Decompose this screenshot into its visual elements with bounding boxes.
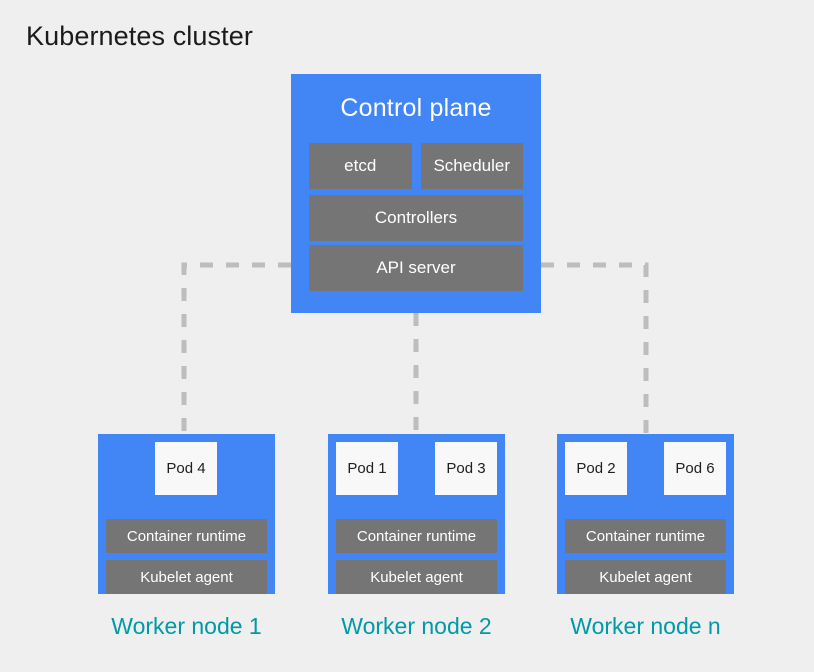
connector-api-to-node-1 (181, 262, 291, 434)
worker-node-2-kubelet-agent[interactable]: Kubelet agent (336, 560, 497, 594)
worker-node-n-kubelet-agent[interactable]: Kubelet agent (565, 560, 726, 594)
connector-api-to-node-3 (541, 262, 649, 434)
worker-node-1-box[interactable]: Pod 4 Container runtime Kubelet agent (98, 434, 275, 594)
worker-node-2-pods: Pod 1 Pod 3 (328, 434, 505, 514)
page-title: Kubernetes cluster (26, 21, 253, 51)
control-plane-row-1: etcd Scheduler (309, 143, 523, 189)
worker-node-n-pods: Pod 2 Pod 6 (557, 434, 734, 514)
worker-node-n-box[interactable]: Pod 2 Pod 6 Container runtime Kubelet ag… (557, 434, 734, 594)
worker-node-2-box[interactable]: Pod 1 Pod 3 Container runtime Kubelet ag… (328, 434, 505, 594)
worker-node-n-container-runtime[interactable]: Container runtime (565, 519, 726, 553)
worker-node-n-label: Worker node n (570, 613, 721, 639)
worker-node-1-container-runtime[interactable]: Container runtime (106, 519, 267, 553)
control-plane-row-2: Controllers (309, 195, 523, 241)
control-plane-box[interactable]: Control plane etcd Scheduler Controllers… (291, 74, 541, 313)
control-plane-component-api-server[interactable]: API server (309, 245, 523, 291)
worker-node-1-kubelet-agent[interactable]: Kubelet agent (106, 560, 267, 594)
control-plane-title: Control plane (340, 94, 492, 122)
pod-box[interactable]: Pod 6 (664, 442, 726, 495)
pod-box[interactable]: Pod 4 (155, 442, 217, 495)
control-plane-row-3: API server (309, 245, 523, 291)
control-plane-component-etcd[interactable]: etcd (309, 143, 412, 189)
worker-node-1-pods: Pod 4 (98, 434, 275, 514)
worker-node-2-label: Worker node 2 (341, 613, 492, 639)
control-plane-component-scheduler[interactable]: Scheduler (420, 143, 523, 189)
worker-node-1-label: Worker node 1 (111, 613, 262, 639)
control-plane-component-controllers[interactable]: Controllers (309, 195, 523, 241)
worker-node-2-container-runtime[interactable]: Container runtime (336, 519, 497, 553)
pod-box[interactable]: Pod 1 (336, 442, 398, 495)
pod-box[interactable]: Pod 2 (565, 442, 627, 495)
pod-box[interactable]: Pod 3 (435, 442, 497, 495)
